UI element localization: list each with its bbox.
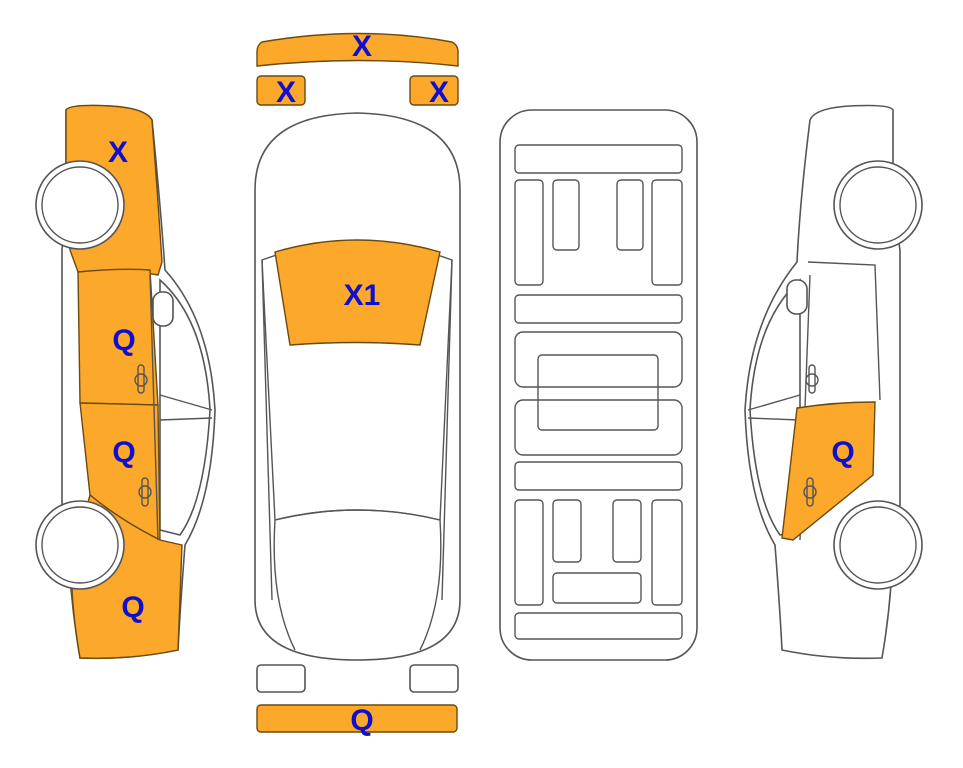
- right-front-door-handle: [805, 364, 819, 394]
- top-body-outline: [254, 112, 461, 661]
- label-front-bumper: X: [352, 30, 372, 63]
- left-front-door-handle: [134, 364, 148, 394]
- damage-rear-bumper[interactable]: [256, 704, 458, 733]
- left-front-wheel: [35, 160, 125, 250]
- label-right-rear-door: Q: [831, 436, 854, 469]
- label-windshield: X1: [344, 279, 381, 312]
- left-side-view: X Q Q Q: [35, 104, 216, 660]
- right-side-view: Q: [744, 104, 923, 660]
- damage-right-rear-door[interactable]: [781, 401, 876, 541]
- right-taillight: [409, 664, 459, 693]
- left-rear-door-handle: [138, 477, 152, 507]
- left-side-window: [159, 278, 211, 536]
- right-rear-door-handle: [803, 477, 817, 507]
- label-rear-bumper: Q: [350, 704, 373, 737]
- right-side-window: [749, 278, 801, 536]
- left-taillight: [256, 664, 306, 693]
- left-rear-wheel: [35, 500, 125, 590]
- damage-windshield[interactable]: [274, 239, 441, 346]
- damage-front-bumper[interactable]: [256, 32, 459, 67]
- label-left-rear-door: Q: [112, 436, 135, 469]
- right-front-wheel: [833, 160, 923, 250]
- right-mirror: [786, 279, 808, 315]
- label-right-headlight: X: [429, 76, 449, 109]
- top-view: X X X X1 Q: [254, 30, 461, 737]
- label-left-rear-quarter: Q: [121, 591, 144, 624]
- underbody-view: [499, 109, 698, 661]
- label-left-headlight: X: [276, 76, 296, 109]
- left-mirror: [152, 291, 174, 327]
- label-left-front-door: Q: [112, 324, 135, 357]
- label-left-front-fender: X: [108, 136, 128, 169]
- right-rear-wheel: [833, 500, 923, 590]
- damage-left-headlight[interactable]: [256, 75, 306, 106]
- damage-right-headlight[interactable]: [409, 75, 459, 106]
